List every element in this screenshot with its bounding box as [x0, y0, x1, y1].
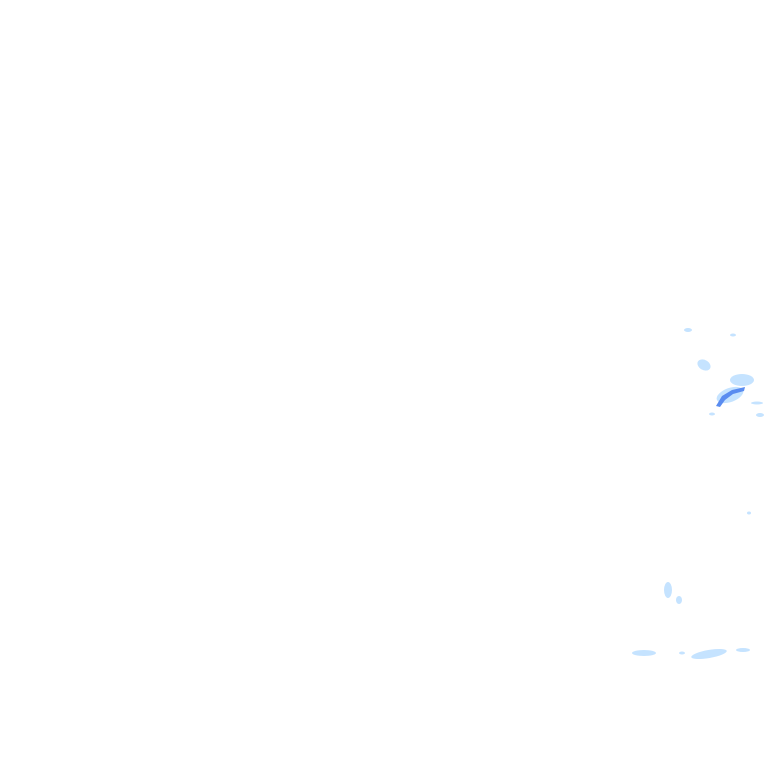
precip-cell [676, 596, 682, 604]
precip-cell [747, 511, 751, 515]
precip-cell [730, 374, 754, 386]
precip-cell [709, 412, 715, 416]
precip-cell [756, 413, 764, 417]
precip-cell [684, 328, 692, 332]
precip-cell [664, 582, 672, 598]
precip-core [716, 387, 745, 407]
precip-cell [632, 650, 656, 656]
precip-cell [751, 401, 763, 405]
precip-cell [679, 651, 685, 655]
precip-cell [691, 648, 727, 660]
precip-cell [736, 648, 750, 652]
precip-cell [697, 359, 711, 371]
precip-cell [730, 333, 736, 337]
